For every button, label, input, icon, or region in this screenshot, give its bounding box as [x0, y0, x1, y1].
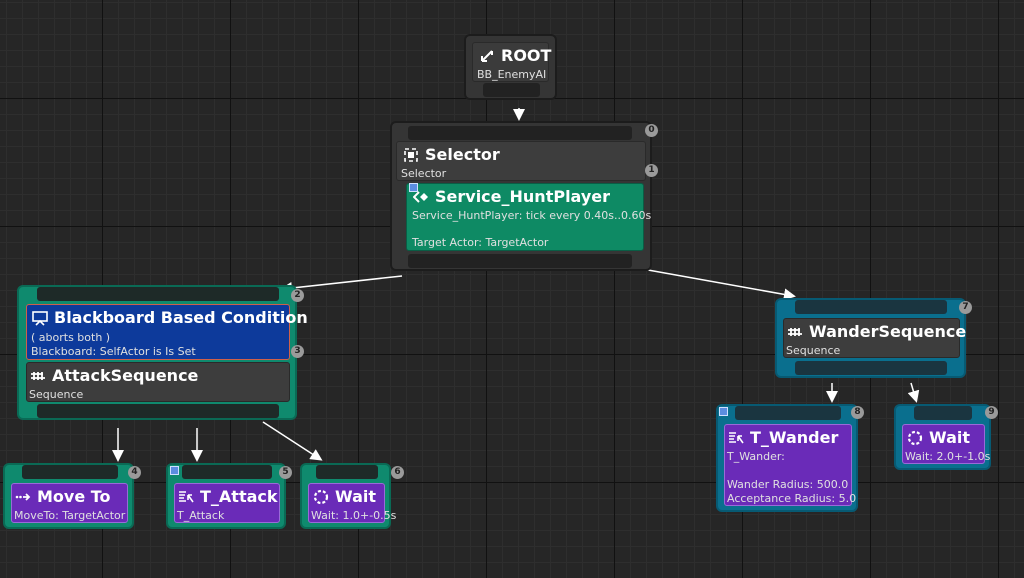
root-icon — [479, 48, 495, 64]
t-attack-title: T_Attack — [200, 487, 278, 506]
condition-blackboard-key: Blackboard: SelfActor is Is Set — [31, 345, 196, 358]
attack-index-top: 2 — [291, 289, 304, 302]
attack-sequence-node[interactable]: Blackboard Based Condition ( aborts both… — [17, 285, 308, 420]
condition-title: Blackboard Based Condition — [54, 308, 308, 327]
wire-selector-attack — [280, 275, 403, 294]
t-wander-index: 8 — [851, 406, 864, 419]
move-to-title: Move To — [37, 487, 111, 506]
wait-icon — [313, 489, 329, 505]
condition-decorator[interactable]: Blackboard Based Condition ( aborts both… — [26, 304, 308, 360]
move-to-subtitle: MoveTo: TargetActor — [14, 509, 126, 522]
condition-icon — [32, 310, 48, 326]
condition-aborts: ( aborts both ) — [31, 331, 111, 344]
sequence-icon — [787, 324, 803, 340]
root-subtitle: BB_EnemyAI — [477, 68, 547, 81]
selector-subtitle: Selector — [401, 167, 447, 180]
sequence-icon — [30, 368, 46, 384]
move-to-index: 4 — [128, 466, 141, 479]
root-title: ROOT — [501, 46, 552, 65]
wait-attack-title: Wait — [335, 487, 377, 506]
selector-icon — [403, 147, 419, 163]
selector-index-side: 1 — [645, 164, 658, 177]
service-line1: Service_HuntPlayer: tick every 0.40s..0.… — [412, 209, 652, 222]
attack-sequence-subtitle: Sequence — [29, 388, 84, 401]
wait-wander-task[interactable]: Wait Wait: 2.0+-1.0s — [894, 404, 991, 470]
wander-sequence-title: WanderSequence — [809, 322, 967, 341]
wait-wander-subtitle: Wait: 2.0+-1.0s — [905, 450, 991, 463]
t-wander-radius: Wander Radius: 500.0 — [727, 478, 849, 491]
wait-wander-title: Wait — [929, 428, 971, 447]
wait-attack-subtitle: Wait: 1.0+-0.5s — [311, 509, 397, 522]
wander-sequence-node[interactable]: WanderSequence Sequence — [775, 298, 966, 378]
t-wander-subtitle: T_Wander: — [727, 450, 785, 463]
service-line2: Target Actor: TargetActor — [412, 236, 549, 249]
wire-attack-wait — [262, 421, 323, 461]
wander-sequence-subtitle: Sequence — [786, 344, 841, 357]
move-to-icon — [15, 489, 31, 505]
t-attack-subtitle: T_Attack — [177, 509, 225, 522]
wait-attack-task[interactable]: Wait Wait: 1.0+-0.5s — [300, 463, 396, 529]
t-attack-task[interactable]: T_Attack T_Attack — [166, 463, 286, 529]
attack-sequence-title: AttackSequence — [52, 366, 199, 385]
service-node[interactable]: Service_HuntPlayer Service_HuntPlayer: t… — [406, 183, 651, 251]
move-to-task[interactable]: Move To MoveTo: TargetActor — [3, 463, 134, 529]
service-title: Service_HuntPlayer — [435, 187, 611, 206]
wait-attack-index: 6 — [391, 466, 404, 479]
task-icon — [728, 430, 744, 446]
root-node[interactable]: ROOT BB_EnemyAI — [464, 34, 557, 100]
selector-index-top: 0 — [645, 124, 658, 137]
wait-wander-index: 9 — [985, 406, 998, 419]
wander-index: 7 — [959, 301, 972, 314]
t-attack-blueprint-icon — [170, 466, 179, 475]
selector-title: Selector — [425, 145, 500, 164]
t-wander-blueprint-icon — [719, 407, 728, 416]
wire-selector-wander — [647, 269, 796, 301]
t-wander-acceptance: Acceptance Radius: 5.0 — [727, 492, 857, 505]
t-wander-task[interactable]: T_Wander T_Wander: Wander Radius: 500.0 … — [716, 404, 858, 512]
service-blueprint-icon — [409, 183, 418, 192]
wait-icon — [907, 430, 923, 446]
task-icon — [178, 489, 194, 505]
wire-wander-wait — [907, 382, 920, 403]
service-icon — [413, 189, 429, 205]
t-wander-title: T_Wander — [750, 428, 839, 447]
attack-index-side: 3 — [291, 345, 304, 358]
selector-node[interactable]: Selector Selector Service_HuntPlayer Ser… — [390, 121, 652, 271]
t-attack-index: 5 — [279, 466, 292, 479]
